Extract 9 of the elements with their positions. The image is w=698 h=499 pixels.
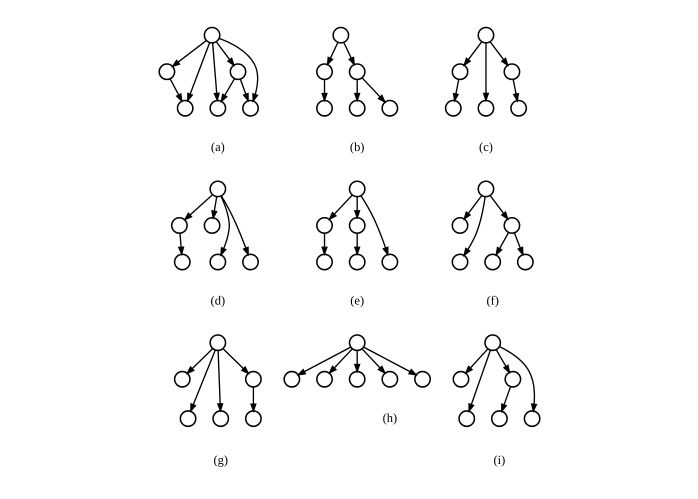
label: (b) (349, 140, 364, 154)
label: (h) (382, 410, 397, 425)
label: (i) (493, 453, 505, 468)
label: (c) (478, 140, 492, 154)
label: (g) (212, 453, 228, 468)
label: (f) (486, 294, 498, 308)
label: (e) (350, 294, 364, 308)
label: (a) (210, 140, 224, 154)
label: (d) (210, 294, 225, 308)
